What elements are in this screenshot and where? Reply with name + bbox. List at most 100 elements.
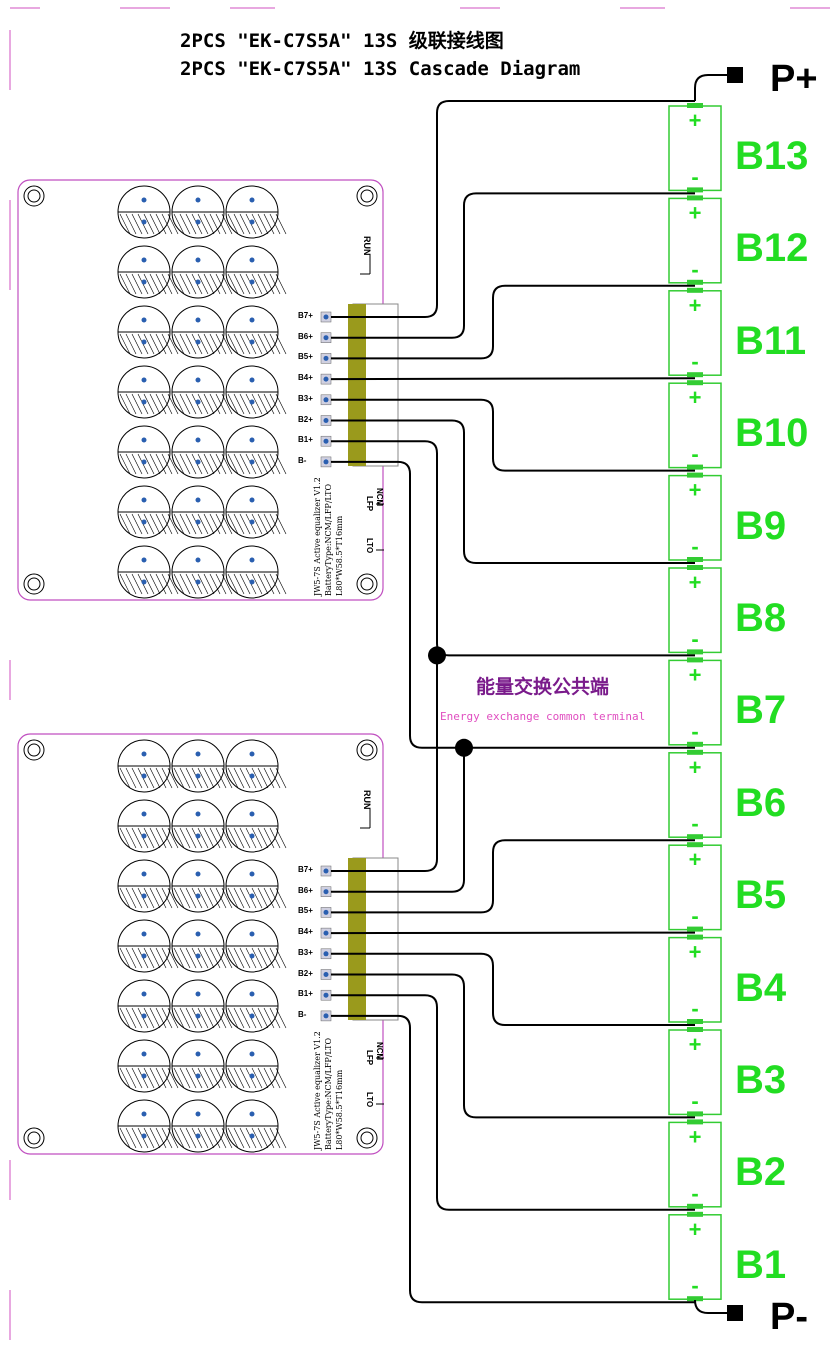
capacitor-hatch [125, 513, 137, 535]
capacitor-hatch [269, 827, 281, 849]
capacitor-hatch [209, 273, 221, 295]
capacitor-hatch [197, 887, 209, 909]
capacitor-hatch [275, 767, 287, 789]
capacitor-hatch [173, 213, 185, 235]
capacitor-hatch [203, 333, 215, 355]
cell-terminal-top [687, 842, 703, 848]
capacitor-hatch [149, 1127, 161, 1149]
capacitor-pad [249, 811, 255, 817]
pin-label: B3+ [298, 393, 313, 403]
capacitor-pad [195, 931, 201, 937]
capacitor-pad [249, 953, 255, 959]
capacitor-hatch [143, 1007, 155, 1029]
cell-label-b8: B8 [735, 596, 787, 640]
capacitor-hatch [173, 333, 185, 355]
pin-label: B6+ [298, 331, 313, 341]
board2-ncm-label: NCM [375, 1042, 384, 1061]
capacitor-hatch [233, 513, 245, 535]
capacitor-hatch [233, 453, 245, 475]
capacitor-hatch [155, 1007, 167, 1029]
capacitor-pad [195, 751, 201, 757]
capacitor-hatch [263, 947, 275, 969]
capacitor-hatch [173, 1007, 185, 1029]
capacitor-hatch [161, 513, 173, 535]
capacitor-pad [195, 519, 201, 525]
capacitor-hatch [167, 1067, 179, 1089]
capacitor-hatch [233, 1007, 245, 1029]
board2-run-label: RUN [362, 790, 372, 810]
capacitor-hatch [239, 513, 251, 535]
cell-plus-sign: + [689, 662, 702, 687]
capacitor-hatch [161, 767, 173, 789]
wire-board1-b4 [330, 377, 696, 381]
capacitor-pad [195, 557, 201, 563]
capacitor-hatch [131, 767, 143, 789]
capacitor-hatch [269, 573, 281, 595]
mounting-hole [356, 1127, 378, 1149]
capacitor-hatch [251, 573, 263, 595]
capacitor-hatch [251, 333, 263, 355]
pin-label: B3+ [298, 947, 313, 957]
capacitor-hatch [131, 947, 143, 969]
capacitor-hatch [161, 273, 173, 295]
capacitor-hatch [167, 513, 179, 535]
capacitor-hatch [251, 393, 263, 415]
battery-cell: +- [668, 565, 722, 655]
cell-plus-sign: + [689, 200, 702, 225]
cell-label-b2: B2 [735, 1150, 787, 1195]
capacitor-pad [249, 1013, 255, 1019]
pin-label: B- [298, 455, 307, 465]
battery-cell: +- [668, 934, 722, 1024]
pin-label: B1+ [298, 435, 313, 445]
capacitor-hatch [161, 453, 173, 475]
cell-minus-sign: - [691, 811, 698, 836]
capacitor-pad [249, 1133, 255, 1139]
capacitor-pad [141, 317, 147, 323]
capacitor-hatch [167, 887, 179, 909]
capacitor-hatch [149, 393, 161, 415]
pin-hole [323, 930, 329, 936]
capacitor-hatch [179, 767, 191, 789]
cell-terminal-bottom [687, 1203, 703, 1209]
capacitor-hatch [215, 573, 227, 595]
cell-plus-sign: + [689, 108, 702, 133]
capacitor-hatch [125, 827, 137, 849]
pin-label: B7+ [298, 311, 313, 320]
capacitor-hatch [197, 573, 209, 595]
capacitor-hatch [251, 273, 263, 295]
capacitor-pad [195, 1051, 201, 1057]
wire-board2-b4 [330, 931, 696, 935]
capacitor-hatch [221, 393, 233, 415]
capacitor-hatch [251, 887, 263, 909]
capacitor-hatch [215, 333, 227, 355]
capacitor-hatch [143, 1067, 155, 1089]
capacitor-hatch [143, 767, 155, 789]
pin-label: B2+ [298, 414, 313, 424]
capacitor-hatch [239, 393, 251, 415]
cell-terminal-top [687, 1027, 703, 1032]
cell-body [668, 752, 722, 838]
capacitor-hatch [119, 767, 131, 789]
capacitor-hatch [149, 513, 161, 535]
capacitor-hatch [119, 573, 131, 595]
capacitor-hatch [125, 393, 137, 415]
capacitor-hatch [239, 887, 251, 909]
capacitor-hatch [197, 273, 209, 295]
capacitor-hatch [215, 827, 227, 849]
capacitor-hatch [173, 767, 185, 789]
capacitor-hatch [119, 213, 131, 235]
capacitor-hatch [167, 273, 179, 295]
wire-board2-b1 [331, 994, 695, 1211]
capacitor-hatch [233, 1067, 245, 1089]
positive-lead [694, 74, 727, 101]
cell-terminal-top [687, 195, 703, 201]
capacitor-hatch [215, 513, 227, 535]
capacitor-hatch [275, 1067, 287, 1089]
capacitor-hatch [197, 767, 209, 789]
capacitor-hatch [269, 513, 281, 535]
capacitor-hatch [263, 513, 275, 535]
capacitor-hatch [221, 453, 233, 475]
capacitor-hatch [155, 827, 167, 849]
pin-label: B1+ [298, 989, 313, 999]
capacitor-hatch [209, 767, 221, 789]
